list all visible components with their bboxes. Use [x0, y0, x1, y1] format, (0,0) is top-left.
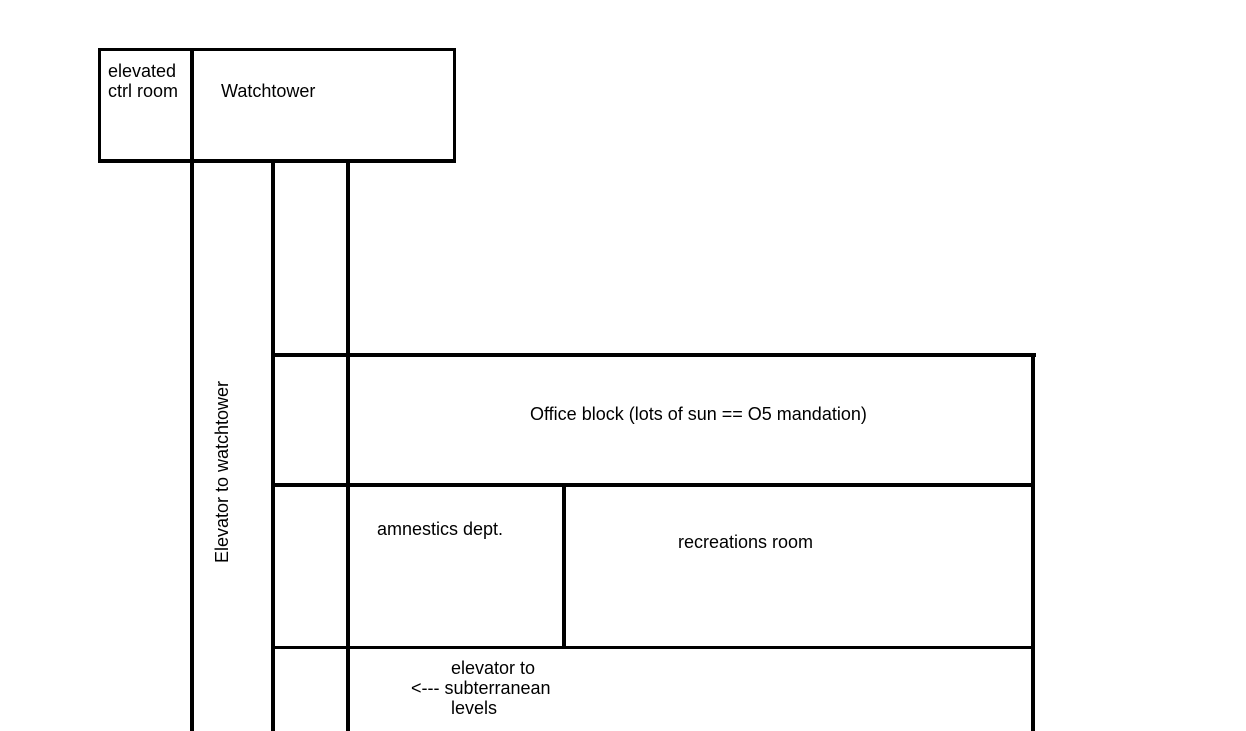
floor-divider-lower — [275, 646, 1035, 649]
elevator-to-subterranean-line-2: <--- subterranean — [411, 678, 551, 698]
ctrl-room-bottom-border — [98, 159, 456, 163]
ctrl-room-left-border — [98, 48, 101, 162]
shaft-left-wall — [271, 161, 275, 731]
office-block-top-border — [271, 353, 1036, 357]
floor-divider-upper — [273, 483, 1035, 487]
ctrl-room-top-border — [98, 48, 456, 51]
elevator-to-subterranean-line-1: elevator to — [451, 658, 536, 678]
ctrl-room-right-border — [453, 48, 456, 163]
office-block-label: Office block (lots of sun == O5 mandatio… — [530, 404, 867, 424]
amnestics-dept-label: amnestics dept. — [377, 519, 504, 539]
elevator-to-watchtower-label: Elevator to watchtower — [212, 380, 232, 564]
elevator-to-subterranean-line-3: levels — [451, 698, 498, 718]
office-block-right-border — [1031, 353, 1035, 731]
recreations-room-label: recreations room — [678, 532, 814, 552]
elevator-to-subterranean-label: elevator to <--- subterranean levels — [411, 658, 551, 718]
amnestics-right-wall — [562, 483, 566, 649]
shaft-right-wall — [346, 161, 350, 731]
watchtower-label: Watchtower — [221, 81, 316, 101]
elevated-ctrl-room-line-1: elevated — [108, 61, 177, 81]
elevated-ctrl-room-line-2: ctrl room — [108, 81, 179, 101]
elevated-ctrl-room-label: elevated ctrl room — [108, 61, 178, 101]
watchtower-divider-wall — [190, 48, 194, 731]
